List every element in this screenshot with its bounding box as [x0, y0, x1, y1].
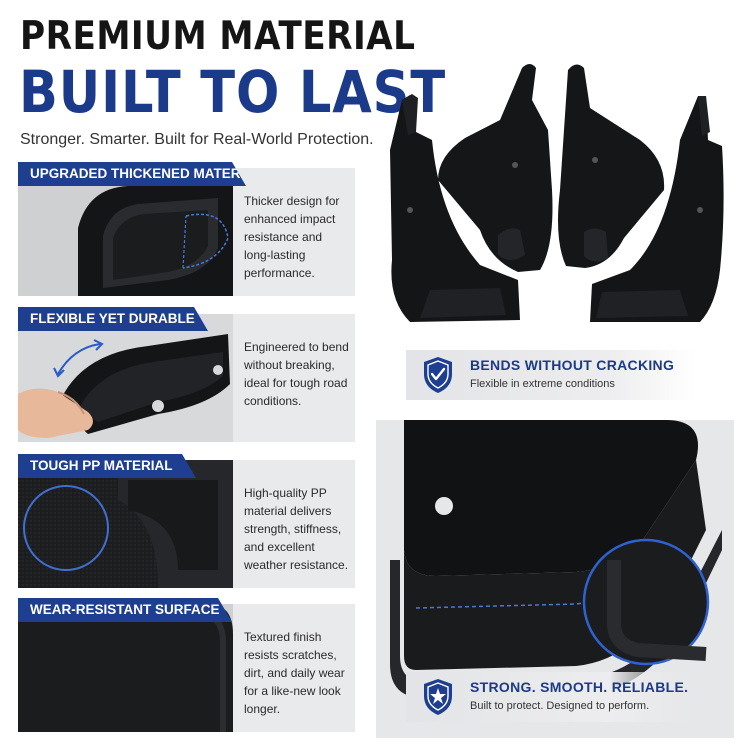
tagline: Stronger. Smarter. Built for Real-World …	[20, 131, 374, 148]
feature-desc-flexible: Engineered to bend without breaking, ide…	[244, 340, 349, 408]
badge-title-bends: BENDS WITHOUT CRACKING	[470, 357, 675, 373]
feature-card-flexible: Engineered to bend without breaking, ide…	[18, 314, 355, 442]
badge-strong-smooth-reliable: STRONG. SMOOTH. RELIABLE. Built to prote…	[406, 672, 696, 722]
bending-hand-photo	[18, 314, 233, 442]
mud-flaps-product-image	[380, 60, 730, 330]
headline-premium-material: PREMIUM MATERIAL	[20, 14, 416, 59]
shield-star-icon	[424, 679, 452, 715]
feature-label-thickened: UPGRADED THICKENED MATERIAL	[18, 162, 246, 186]
feature-desc-pp: High-quality PP material delivers streng…	[244, 486, 349, 572]
badge-subtitle-strong: Built to protect. Designed to perform.	[470, 700, 650, 712]
feature-label-wear: WEAR-RESISTANT SURFACE	[18, 598, 232, 622]
feature-card-pp: High-quality PP material delivers streng…	[18, 460, 355, 588]
feature-label-pp: TOUGH PP MATERIAL	[18, 454, 196, 478]
badge-title-strong: STRONG. SMOOTH. RELIABLE.	[470, 679, 689, 695]
badge-bends-without-cracking: BENDS WITHOUT CRACKING Flexible in extre…	[406, 350, 696, 400]
shield-check-icon	[424, 357, 452, 393]
feature-desc-thickened: Thicker design for enhanced impact resis…	[244, 194, 340, 280]
badge-subtitle-bends: Flexible in extreme conditions	[470, 378, 615, 390]
wear-surface-photo	[18, 604, 233, 732]
thick-edge-photo	[18, 168, 233, 296]
edge-closeup-photo	[376, 420, 734, 738]
feature-desc-wear: Textured finish resists scratches, dirt,…	[244, 630, 345, 716]
feature-card-wear: Textured finish resists scratches, dirt,…	[18, 604, 355, 732]
pp-texture-photo	[18, 460, 233, 588]
feature-label-flexible: FLEXIBLE YET DURABLE	[18, 307, 208, 331]
feature-card-thickened: Thicker design for enhanced impact resis…	[18, 168, 355, 296]
headline-built-to-last: BUILT TO LAST	[19, 58, 447, 126]
